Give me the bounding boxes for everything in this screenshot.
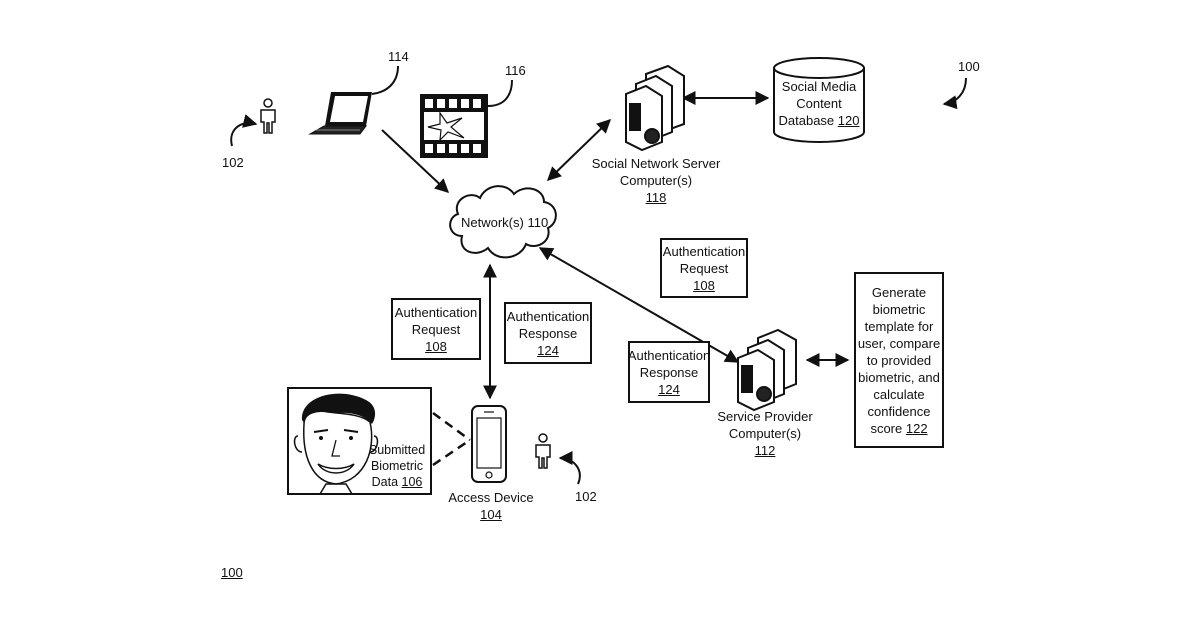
- service-provider-label: Service Provider Computer(s) 112: [705, 408, 825, 459]
- access-device-phone-icon: [472, 406, 506, 482]
- user-ref-bottom-leader: [560, 458, 580, 484]
- figure-ref-bottom-label: 100: [221, 564, 243, 581]
- biometric-line-8: confidence: [858, 403, 940, 420]
- auth-response-left-ref: 124: [507, 342, 589, 359]
- biometric-line-7: calculate: [858, 386, 940, 403]
- auth-response-right-ref: 124: [628, 381, 710, 398]
- auth-response-left-line1: Authentication: [507, 308, 589, 325]
- user-ref-bottom-label: 102: [575, 488, 597, 505]
- media-film-icon: [420, 94, 488, 158]
- biometric-line-2: biometric: [858, 301, 940, 318]
- user-icon-top: [261, 99, 275, 133]
- biometric-line-5: to provided: [858, 352, 940, 369]
- auth-request-right-line2: Request: [663, 260, 745, 277]
- database-line3: Database: [779, 113, 835, 128]
- biometric-capture-dashes: [433, 413, 470, 465]
- social-server-line2: Computer(s): [586, 172, 726, 189]
- user-ref-top-label: 102: [222, 154, 244, 171]
- database-line2: Content: [774, 95, 864, 112]
- figure-ref-leader: [944, 78, 966, 104]
- submitted-line2: Biometric: [362, 458, 432, 474]
- auth-request-left-ref: 108: [395, 338, 477, 355]
- service-provider-ref: 112: [705, 442, 825, 459]
- submitted-line3: Data: [372, 475, 398, 489]
- biometric-line-6: biometric, and: [858, 369, 940, 386]
- service-provider-line1: Service Provider: [705, 408, 825, 425]
- auth-response-left-box: Authentication Response 124: [504, 302, 592, 364]
- auth-response-left-line2: Response: [507, 325, 589, 342]
- submitted-line1: Submitted: [362, 442, 432, 458]
- access-device-ref: 104: [441, 506, 541, 523]
- figure-ref-label: 100: [958, 58, 980, 75]
- user-ref-top-leader: [231, 123, 256, 146]
- auth-request-left-box: Authentication Request 108: [391, 298, 481, 360]
- biometric-line-1: Generate: [858, 284, 940, 301]
- auth-request-right-line1: Authentication: [663, 243, 745, 260]
- service-provider-server-icon: [738, 330, 796, 410]
- user-icon-bottom: [536, 434, 550, 468]
- biometric-line-4: user, compare: [858, 335, 940, 352]
- media-ref-leader: [488, 80, 512, 106]
- laptop-icon: [310, 92, 372, 134]
- laptop-ref-label: 114: [388, 48, 409, 65]
- auth-response-right-box: Authentication Response 124: [628, 341, 710, 403]
- biometric-last-prefix: score: [870, 421, 902, 436]
- social-network-server-icon: [626, 66, 684, 150]
- submitted-biometric-label: Submitted Biometric Data 106: [362, 442, 432, 490]
- network-label: Network(s) 110: [461, 214, 541, 231]
- laptop-ref-leader: [372, 66, 398, 94]
- database-ref: 120: [838, 113, 860, 128]
- biometric-line-3: template for: [858, 318, 940, 335]
- database-label: Social Media Content Database 120: [774, 78, 864, 129]
- biometric-process-box: Generate biometric template for user, co…: [854, 272, 944, 448]
- biometric-ref: 122: [906, 421, 928, 436]
- access-device-label: Access Device 104: [441, 489, 541, 523]
- auth-request-right-ref: 108: [663, 277, 745, 294]
- media-ref-label: 116: [505, 62, 526, 79]
- submitted-ref: 106: [402, 475, 423, 489]
- service-provider-line2: Computer(s): [705, 425, 825, 442]
- auth-response-right-line1: Authentication: [628, 347, 710, 364]
- social-server-line1: Social Network Server: [586, 155, 726, 172]
- auth-request-right-box: Authentication Request 108: [660, 238, 748, 298]
- auth-response-right-line2: Response: [628, 364, 710, 381]
- database-line1: Social Media: [774, 78, 864, 95]
- auth-request-left-line1: Authentication: [395, 304, 477, 321]
- social-server-label: Social Network Server Computer(s) 118: [586, 155, 726, 206]
- social-server-ref: 118: [586, 189, 726, 206]
- access-device-line1: Access Device: [441, 489, 541, 506]
- auth-request-left-line2: Request: [395, 321, 477, 338]
